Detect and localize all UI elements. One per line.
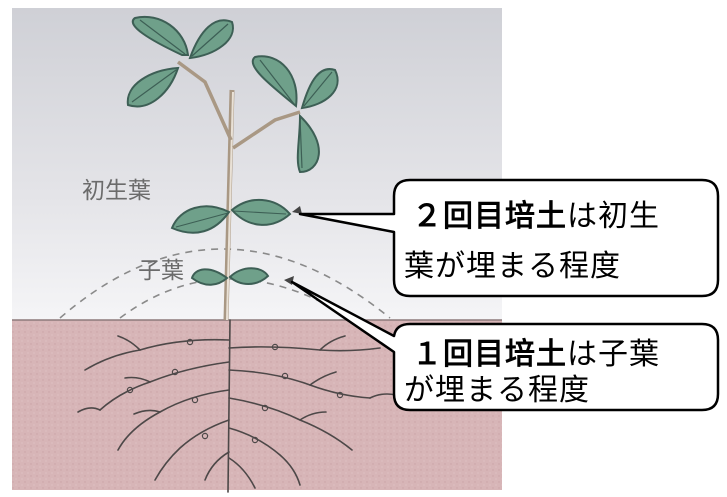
trifoliate-leaf-veins-left (131, 19, 229, 103)
primary-leaf-label: 初生葉 (82, 178, 151, 204)
second-hilling-arc (59, 248, 391, 319)
petiole-right (232, 110, 301, 150)
cotyledon-label: 子葉 (138, 258, 184, 284)
callout-first-line2: が埋まる程度 (404, 373, 590, 408)
primary-leaf-veins (175, 210, 287, 228)
callout-first-line1: １回目培土は子葉 (412, 337, 660, 372)
cotyledons (190, 267, 270, 286)
main-stem-highlight (226, 91, 234, 321)
trifoliate-leaf-veins-right (259, 59, 333, 169)
root-nodules (126, 338, 344, 444)
arrow-to-primary-leaf (292, 206, 302, 214)
callout-second-hilling (298, 178, 720, 298)
root-system (77, 319, 397, 493)
callout-second-line1: ２回目培土は初生 (412, 199, 660, 234)
petiole-left (176, 60, 233, 141)
callout-second-line2: 葉が埋まる程度 (404, 249, 621, 284)
callout-first-hilling (290, 280, 720, 412)
main-stem (223, 89, 235, 321)
